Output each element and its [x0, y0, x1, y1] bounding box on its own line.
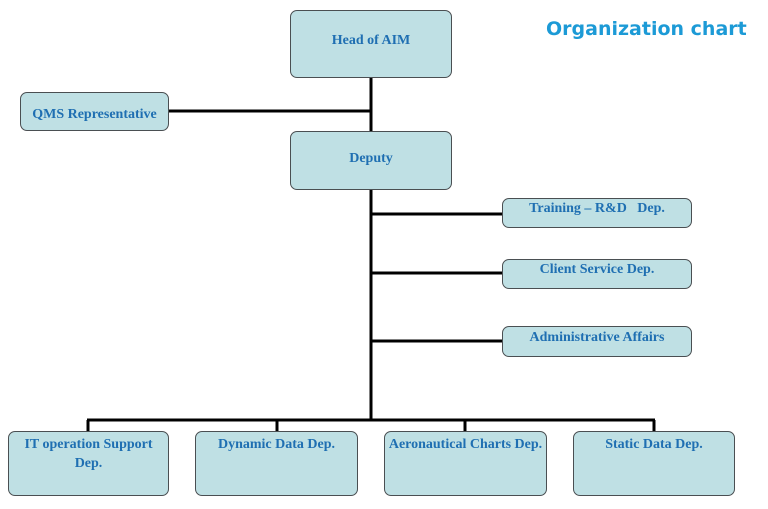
node-qms-representative: QMS Representative [20, 92, 169, 131]
node-aeronautical-charts-label: Aeronautical Charts Dep. [388, 437, 543, 452]
node-it-operation-support-label-2: Dep. [74, 456, 103, 471]
node-client-service: Client Service Dep. [502, 259, 692, 289]
node-head-of-aim-label: Head of AIM [331, 33, 411, 48]
node-it-operation-support: IT operation Support Dep. [8, 431, 169, 496]
node-dynamic-data-label: Dynamic Data Dep. [217, 437, 336, 452]
node-administrative-affairs: Administrative Affairs [502, 326, 692, 357]
node-administrative-affairs-label: Administrative Affairs [529, 330, 665, 345]
node-static-data: Static Data Dep. [573, 431, 735, 496]
chart-title: Organization chart [546, 18, 747, 40]
node-training-rd-label: Training – R&D Dep. [529, 201, 665, 216]
node-head-of-aim: Head of AIM [290, 10, 452, 78]
node-it-operation-support-label-1: IT operation Support [24, 437, 153, 452]
node-static-data-label: Static Data Dep. [605, 437, 703, 452]
node-qms-representative-label: QMS Representative [32, 107, 157, 122]
node-deputy: Deputy [290, 131, 452, 190]
node-dynamic-data: Dynamic Data Dep. [195, 431, 358, 496]
node-client-service-label: Client Service Dep. [539, 262, 655, 277]
node-deputy-label: Deputy [349, 151, 393, 166]
node-aeronautical-charts: Aeronautical Charts Dep. [384, 431, 547, 496]
node-training-rd: Training – R&D Dep. [502, 198, 692, 228]
